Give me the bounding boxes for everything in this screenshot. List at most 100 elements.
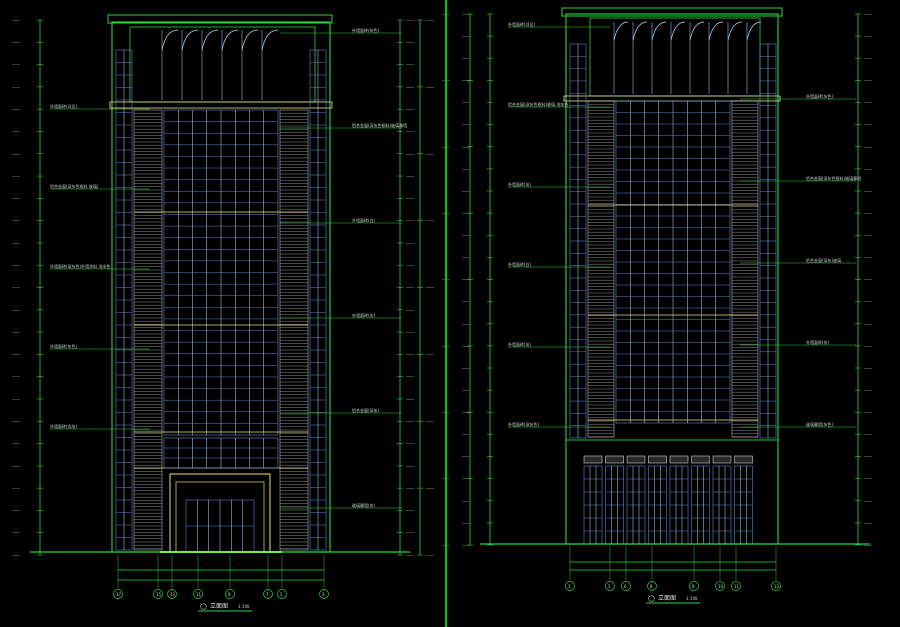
podium-canopy bbox=[712, 455, 732, 464]
elevation-mark: —— bbox=[406, 129, 414, 134]
axis-bubble bbox=[621, 581, 631, 591]
left-callout-text: 外墙面砖(灰) bbox=[508, 181, 532, 187]
elevation-mark: —— bbox=[406, 463, 414, 468]
elevation-mark: —— bbox=[406, 107, 414, 112]
elevation-mark: —— bbox=[864, 56, 872, 61]
right-callout-text: 玻璃幕墙(灰) bbox=[352, 502, 376, 508]
elevation-mark: —— bbox=[462, 122, 470, 127]
axis-label: 10 bbox=[718, 584, 724, 589]
elevation-mark: —— bbox=[12, 396, 20, 401]
elevation-mark: —— bbox=[462, 56, 470, 61]
elevation-mark: —— bbox=[12, 129, 20, 134]
elevation-mark: —— bbox=[12, 174, 20, 179]
right-callout-text: 外墙面砖(灰) bbox=[352, 312, 376, 318]
left-callout-text: 外墙面砖(灰色) bbox=[50, 343, 78, 349]
elevation-mark: —— bbox=[406, 330, 414, 335]
elevation-mark: —— bbox=[406, 18, 414, 23]
elevation-mark: —— bbox=[426, 151, 434, 156]
crown-arch bbox=[708, 21, 724, 41]
axis-bubble bbox=[689, 581, 699, 591]
elevation-mark: —— bbox=[12, 352, 20, 357]
elevation-mark: —— bbox=[462, 343, 470, 348]
right-louver-pier bbox=[731, 100, 759, 438]
elevation-mark: —— bbox=[462, 211, 470, 216]
axis-label: 7 bbox=[266, 592, 269, 597]
podium-canopy bbox=[648, 455, 667, 464]
elevation-mark: —— bbox=[12, 486, 20, 491]
axis-label: 15 bbox=[156, 592, 162, 597]
left-title: 立面图 bbox=[210, 602, 228, 610]
elevation-mark: —— bbox=[864, 189, 872, 194]
left-crown bbox=[129, 26, 316, 103]
axis-bubble bbox=[277, 589, 287, 599]
elevation-mark: —— bbox=[12, 107, 20, 112]
elevation-mark: —— bbox=[12, 240, 20, 245]
elevation-mark: —— bbox=[864, 299, 872, 304]
elevation-mark: —— bbox=[462, 12, 470, 17]
axis-label: 11 bbox=[734, 584, 740, 589]
right-elevation: —— —— —— —— —— —— —— —— —— —— —— —— —— —— —— —— —— —— —— ——… bbox=[442, 7, 872, 591]
axis-bubble bbox=[771, 581, 781, 591]
right-title-symbol: ◯ bbox=[648, 595, 655, 602]
axis-bubble bbox=[319, 589, 329, 599]
axis-bubble bbox=[647, 581, 657, 591]
elevation-mark: —— bbox=[864, 78, 872, 83]
right-crown bbox=[589, 17, 761, 97]
podium-canopy bbox=[583, 455, 603, 464]
elevation-mark: —— bbox=[426, 84, 434, 89]
elevation-mark: —— bbox=[426, 419, 434, 424]
left-callout-text: 外墙面砖(白) bbox=[508, 261, 532, 267]
right-louver-pier bbox=[587, 100, 615, 438]
axis-bubble bbox=[565, 581, 575, 591]
elevation-mark: —— bbox=[864, 255, 872, 260]
axis-bubble bbox=[605, 581, 615, 591]
elevation-mark: —— bbox=[864, 34, 872, 39]
elevation-mark: —— bbox=[406, 40, 414, 45]
crown-arch bbox=[241, 29, 259, 51]
elevation-mark: —— bbox=[462, 255, 470, 260]
axis-label: 17 bbox=[116, 592, 122, 597]
right-callout-text: 铝合金窗(深灰) bbox=[352, 407, 380, 413]
right-building-outline bbox=[565, 13, 779, 545]
elevation-mark: —— bbox=[406, 62, 414, 67]
elevation-mark: —— bbox=[864, 432, 872, 437]
left-cornice bbox=[109, 101, 333, 109]
elevation-mark: —— bbox=[864, 343, 872, 348]
crown-arch bbox=[261, 29, 279, 51]
right-callout-text: 玻璃幕墙(灰色) bbox=[806, 421, 834, 427]
crown-arch bbox=[221, 29, 239, 51]
right-title: 立面图 bbox=[658, 594, 676, 602]
right-callout-text: 外墙面砖(灰色) bbox=[806, 93, 834, 99]
elevation-mark: —— bbox=[12, 441, 20, 446]
elevation-mark: —— bbox=[12, 374, 20, 379]
podium-canopy bbox=[691, 455, 710, 464]
axis-bubble bbox=[715, 581, 725, 591]
crown-arch bbox=[651, 21, 667, 41]
left-parapet bbox=[107, 14, 333, 24]
right-callout-text: 外墙面砖(灰色) bbox=[352, 27, 380, 33]
crown-arch bbox=[746, 21, 762, 41]
axis-label: 13 bbox=[170, 592, 176, 597]
left-callout-text: 外墙面砖(深灰色) bbox=[508, 421, 540, 427]
elevation-mark: —— bbox=[864, 366, 872, 371]
crown-arch bbox=[201, 29, 219, 51]
elevation-mark: —— bbox=[864, 144, 872, 149]
elevation-mark: —— bbox=[12, 84, 20, 89]
elevation-mark: —— bbox=[12, 463, 20, 468]
left-callout-text: 铝合金窗(深灰色框料 玻璃) bbox=[50, 183, 99, 189]
elevation-mark: —— bbox=[426, 486, 434, 491]
elevation-mark: —— bbox=[864, 166, 872, 171]
axis-bubble bbox=[731, 581, 741, 591]
left-callout-text: 外墙面砖(详见) bbox=[508, 21, 536, 27]
elevation-mark: —— bbox=[864, 211, 872, 216]
elevation-mark: —— bbox=[462, 189, 470, 194]
elevation-mark: —— bbox=[462, 498, 470, 503]
elevation-mark: —— bbox=[864, 277, 872, 282]
axis-label: 11 bbox=[196, 592, 202, 597]
elevation-mark: —— bbox=[406, 553, 414, 558]
elevation-mark: —— bbox=[406, 84, 414, 89]
elevation-mark: —— bbox=[406, 486, 414, 491]
elevation-mark: —— bbox=[864, 410, 872, 415]
elevation-mark: —— bbox=[462, 78, 470, 83]
